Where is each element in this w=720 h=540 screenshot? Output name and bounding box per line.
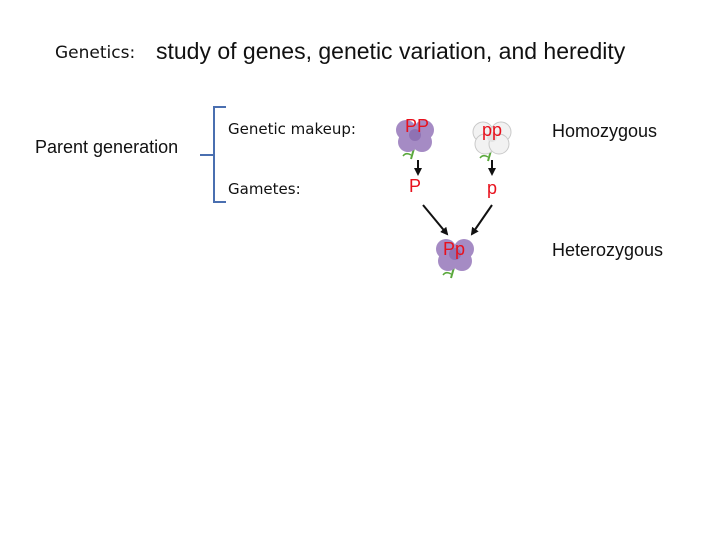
arrows (414, 160, 496, 236)
homozygous-label: Homozygous (552, 121, 658, 141)
arrow-gamete-P-to-offspring (422, 204, 449, 236)
genotype-gamete-white: p (487, 178, 498, 198)
offspring-flower-icon (436, 239, 474, 279)
white-flower-icon (472, 121, 512, 162)
gametes-label: Gametes: (228, 180, 301, 198)
bracket (200, 106, 226, 203)
page-title: study of genes, genetic variation, and h… (156, 38, 626, 64)
genotype-parent-purple: PP (405, 116, 430, 136)
genotype-parent-white: pp (482, 120, 503, 140)
heterozygous-label: Heterozygous (552, 240, 664, 260)
parent-generation-label: Parent generation (35, 137, 179, 157)
purple-flower-icon (396, 120, 434, 160)
arrow-gamete-p-to-offspring (470, 204, 493, 236)
genetic-makeup-label: Genetic makeup: (228, 120, 356, 138)
title-prefix: Genetics: (55, 43, 136, 63)
genotype-gamete-purple: P (409, 176, 422, 196)
genotype-offspring: Pp (443, 239, 466, 259)
